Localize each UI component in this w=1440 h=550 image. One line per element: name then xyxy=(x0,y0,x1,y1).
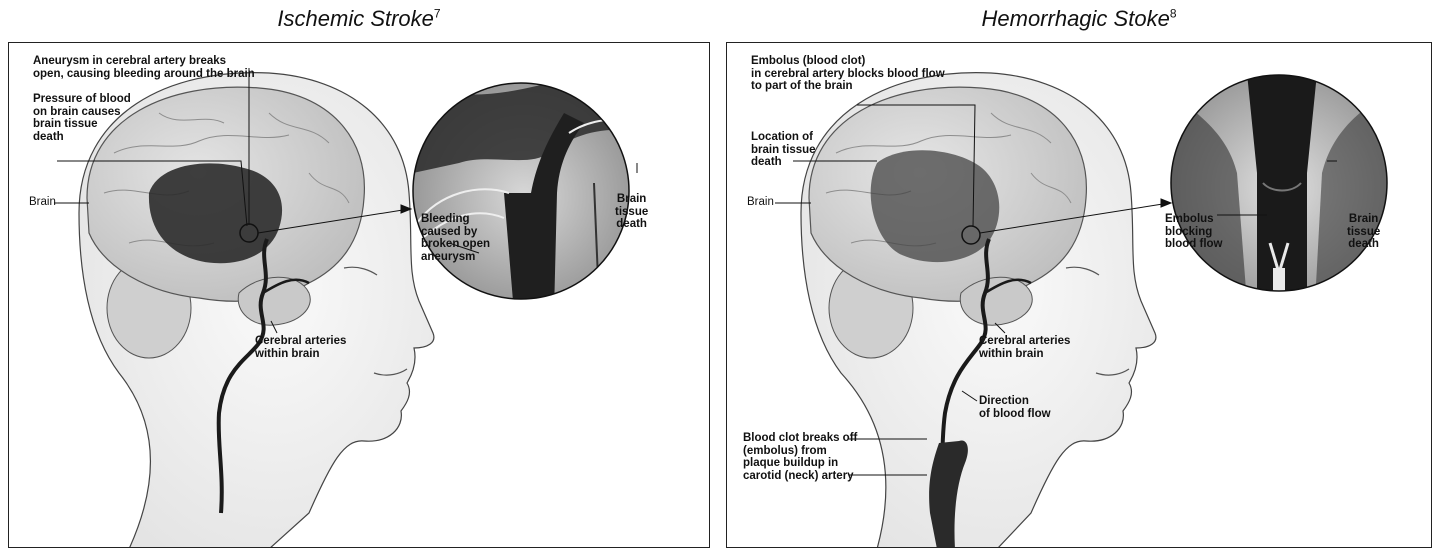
bleeding-label: Bleeding caused by broken open aneurysm xyxy=(421,213,490,263)
label-line: aneurysm xyxy=(421,251,490,264)
embolus-blocking-label: Embolus blocking blood flow xyxy=(1165,213,1222,251)
label-line: brain tissue xyxy=(33,118,131,131)
damage-region xyxy=(871,150,1000,262)
tissue-death-location-label: Location of brain tissue death xyxy=(751,131,816,169)
label-line: tissue xyxy=(1347,226,1380,239)
ischemic-diagram-panel: Aneurysm in cerebral artery breaks open,… xyxy=(8,42,710,548)
panel-title-reference: 7 xyxy=(434,7,441,21)
label-line: Pressure of blood xyxy=(33,93,131,106)
label-line: blood flow xyxy=(1165,238,1222,251)
label-line: Direction xyxy=(979,395,1051,408)
panel-title-hemorrhagic: Hemorrhagic Stoke8 xyxy=(726,6,1432,36)
panel-title-reference: 8 xyxy=(1170,7,1177,21)
tissue-death-label: Brain tissue death xyxy=(615,193,648,231)
panel-title-text: Hemorrhagic Stoke xyxy=(982,6,1170,31)
cerebral-arteries-label: Cerebral arteries within brain xyxy=(979,335,1070,360)
label-line: Brain xyxy=(29,196,56,209)
label-line: Brain xyxy=(747,196,774,209)
label-line: within brain xyxy=(255,348,346,361)
magnified-view xyxy=(409,81,649,313)
label-line: death xyxy=(615,218,648,231)
label-line: death xyxy=(1347,238,1380,251)
label-line: death xyxy=(33,131,131,144)
label-line: carotid (neck) artery xyxy=(743,470,857,483)
hemorrhagic-diagram-panel: Embolus (blood clot) in cerebral artery … xyxy=(726,42,1432,548)
label-line: Blood clot breaks off xyxy=(743,432,857,445)
label-line: broken open xyxy=(421,238,490,251)
label-line: in cerebral artery blocks blood flow xyxy=(751,68,945,81)
label-line: Embolus xyxy=(1165,213,1222,226)
label-line: Bleeding xyxy=(421,213,490,226)
cerebral-arteries-label: Cerebral arteries within brain xyxy=(255,335,346,360)
label-line: blocking xyxy=(1165,226,1222,239)
aneurysm-label: Aneurysm in cerebral artery breaks open,… xyxy=(33,55,255,80)
pressure-label: Pressure of blood on brain causes brain … xyxy=(33,93,131,143)
brain-label: Brain xyxy=(29,196,56,209)
label-line: Embolus (blood clot) xyxy=(751,55,945,68)
label-line: Cerebral arteries xyxy=(255,335,346,348)
label-line: within brain xyxy=(979,348,1070,361)
label-line: Brain xyxy=(1347,213,1380,226)
clot-breaks-off-label: Blood clot breaks off (embolus) from pla… xyxy=(743,432,857,482)
label-line: caused by xyxy=(421,226,490,239)
label-line: Aneurysm in cerebral artery breaks xyxy=(33,55,255,68)
label-line: plaque buildup in xyxy=(743,457,857,470)
label-line: (embolus) from xyxy=(743,445,857,458)
label-line: tissue xyxy=(615,206,648,219)
label-line: Cerebral arteries xyxy=(979,335,1070,348)
panel-title-text: Ischemic Stroke xyxy=(277,6,434,31)
label-line: brain tissue xyxy=(751,144,816,157)
label-line: to part of the brain xyxy=(751,80,945,93)
label-line: death xyxy=(751,156,816,169)
label-line: Location of xyxy=(751,131,816,144)
embolus-clot-label: Embolus (blood clot) in cerebral artery … xyxy=(751,55,945,93)
label-line: on brain causes xyxy=(33,106,131,119)
label-line: of blood flow xyxy=(979,408,1051,421)
panel-title-ischemic: Ischemic Stroke7 xyxy=(8,6,710,36)
label-line: Brain xyxy=(615,193,648,206)
blood-flow-direction-label: Direction of blood flow xyxy=(979,395,1051,420)
tissue-death-label: Brain tissue death xyxy=(1347,213,1380,251)
brain-label: Brain xyxy=(747,196,774,209)
label-line: open, causing bleeding around the brain xyxy=(33,68,255,81)
